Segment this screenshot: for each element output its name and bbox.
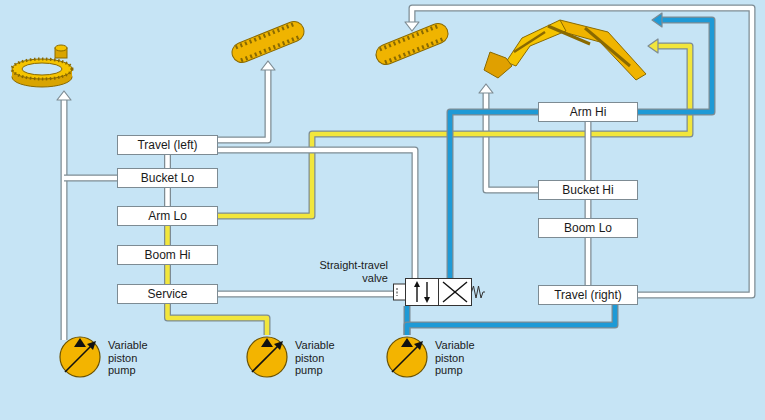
line-core [165, 265, 170, 284]
arrowhead [405, 22, 419, 31]
straight-travel-valve: Straight-travel valve [393, 278, 485, 306]
valve-label: Boom Lo [564, 221, 612, 235]
hydraulic-line [62, 100, 67, 340]
valve-label: Arm Hi [570, 105, 607, 119]
hydraulic-line [412, 8, 752, 295]
line-core [165, 188, 170, 206]
boom-arm-bucket [484, 20, 646, 80]
control-valve-box: Travel (left) [117, 135, 218, 155]
left-track [229, 18, 307, 65]
line-core [218, 150, 415, 278]
line-outline [218, 291, 393, 298]
arrowhead [652, 13, 662, 27]
arrowhead [479, 84, 493, 93]
hydraulic-line [588, 200, 589, 218]
right-track [373, 20, 451, 67]
line-outline [585, 122, 592, 180]
pump-symbol [385, 335, 429, 379]
hydraulic-line [218, 46, 690, 216]
hydraulic-line [218, 70, 268, 140]
line-outline [164, 188, 171, 206]
hydraulic-line [486, 93, 538, 190]
line-core [218, 292, 393, 297]
swing-ring-gear [12, 45, 72, 87]
variable-piston-pump: Variable piston pump [385, 335, 429, 379]
hydraulic-line [61, 100, 68, 340]
hydraulic-line [64, 176, 117, 181]
hydraulic-line [64, 175, 117, 182]
line-outline [585, 200, 592, 218]
line-core [407, 305, 615, 335]
variable-piston-pump: Variable piston pump [58, 335, 102, 379]
hydraulic-line [638, 20, 712, 112]
hydraulic-line [588, 238, 589, 285]
valve-label: Bucket Hi [562, 183, 613, 197]
hydraulic-line [218, 46, 690, 216]
hydraulic-line [168, 304, 268, 335]
line-outline [168, 304, 268, 335]
valve-name-label: Straight-travel valve [314, 259, 388, 284]
line-core [450, 112, 538, 278]
control-valve-box: Bucket Lo [117, 168, 218, 188]
hydraulic-line [407, 305, 615, 335]
valve-symbol [393, 278, 485, 306]
control-valve-box: Arm Hi [538, 102, 638, 122]
line-outline [585, 238, 592, 285]
valve-label: Travel (left) [137, 138, 197, 152]
hydraulic-line [167, 265, 168, 284]
line-core [586, 200, 591, 218]
line-core [586, 238, 591, 285]
hydraulic-line [218, 294, 393, 295]
line-core [165, 226, 170, 245]
control-valve-box: Boom Lo [538, 218, 638, 238]
line-outline [164, 226, 171, 245]
line-core [165, 155, 170, 168]
hydraulic-line [486, 93, 538, 190]
line-outline [164, 155, 171, 168]
hydraulic-line [167, 188, 168, 206]
pump-label: Variable piston pump [108, 339, 162, 377]
line-outline [218, 150, 415, 278]
control-valve-box: Boom Hi [117, 245, 218, 265]
line-core [586, 122, 591, 180]
arrowhead [648, 39, 658, 53]
pump-label: Variable piston pump [295, 339, 349, 377]
valve-label: Arm Lo [148, 209, 187, 223]
hydraulic-line [167, 226, 168, 245]
hydraulic-line [450, 112, 538, 278]
hydraulic-line [638, 20, 712, 112]
hydraulic-line [412, 8, 752, 295]
hydraulic-line [167, 155, 168, 168]
valve-label: Bucket Lo [141, 171, 194, 185]
valve-label: Boom Hi [144, 248, 190, 262]
arrowhead [57, 91, 71, 100]
arrowhead [261, 61, 275, 70]
line-outline [164, 265, 171, 284]
line-core [168, 304, 268, 335]
variable-piston-pump: Variable piston pump [245, 335, 289, 379]
valve-label: Service [147, 287, 187, 301]
pump-symbol [245, 335, 289, 379]
hydraulic-line [218, 70, 268, 140]
line-outline [407, 305, 615, 335]
hydraulic-line [588, 122, 589, 180]
control-valve-box: Travel (right) [538, 285, 638, 305]
pump-symbol [58, 335, 102, 379]
hydraulic-line [218, 150, 415, 278]
pump-label: Variable piston pump [435, 339, 489, 377]
control-valve-box: Bucket Hi [538, 180, 638, 200]
line-outline [450, 112, 538, 278]
control-valve-box: Arm Lo [117, 206, 218, 226]
valve-label: Travel (right) [554, 288, 622, 302]
control-valve-box: Service [117, 284, 218, 304]
